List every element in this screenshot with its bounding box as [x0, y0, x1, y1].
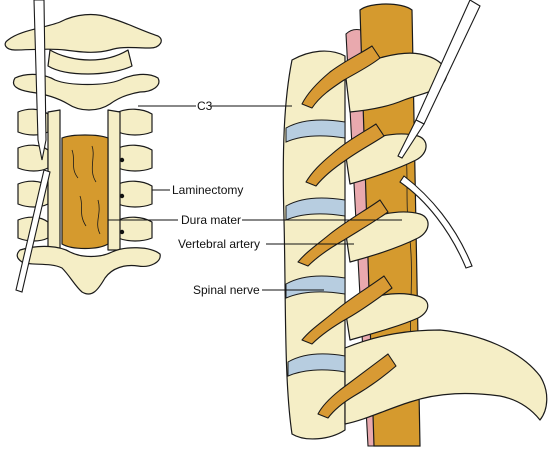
spinous-process-large [344, 329, 548, 425]
spinal-nerve-4 [301, 275, 393, 345]
spinal-nerve-5 [317, 353, 397, 419]
spinal-nerve-3 [297, 199, 389, 267]
retractor-right [399, 175, 473, 269]
surgical-instrument-left [33, 0, 47, 161]
exposed-dura [61, 134, 109, 250]
intervertebral-disc-1 [285, 119, 346, 143]
spinal-nerve-2 [305, 123, 385, 187]
vertebra-c3-posterior [12, 73, 160, 111]
label-dura-mater: Dura mater [181, 213, 241, 227]
intervertebral-disc-3 [285, 275, 346, 299]
label-spinal-nerve: Spinal nerve [193, 283, 260, 297]
posterior-spine-view [4, 0, 162, 295]
vertebra-lower [16, 245, 161, 295]
label-vertebral-artery: Vertebral artery [178, 237, 260, 251]
label-laminectomy: Laminectomy [172, 183, 243, 197]
retractor-left [15, 169, 51, 293]
lateral-spine-view [282, 0, 548, 447]
vertebra-c2 [4, 13, 162, 53]
label-c3: C3 [197, 99, 213, 113]
vertebral-body-column [282, 50, 346, 440]
spinal-nerve-1 [301, 45, 381, 109]
labels: C3 Laminectomy Dura mater Vertebral arte… [108, 99, 402, 297]
intervertebral-disc-2 [285, 197, 346, 221]
